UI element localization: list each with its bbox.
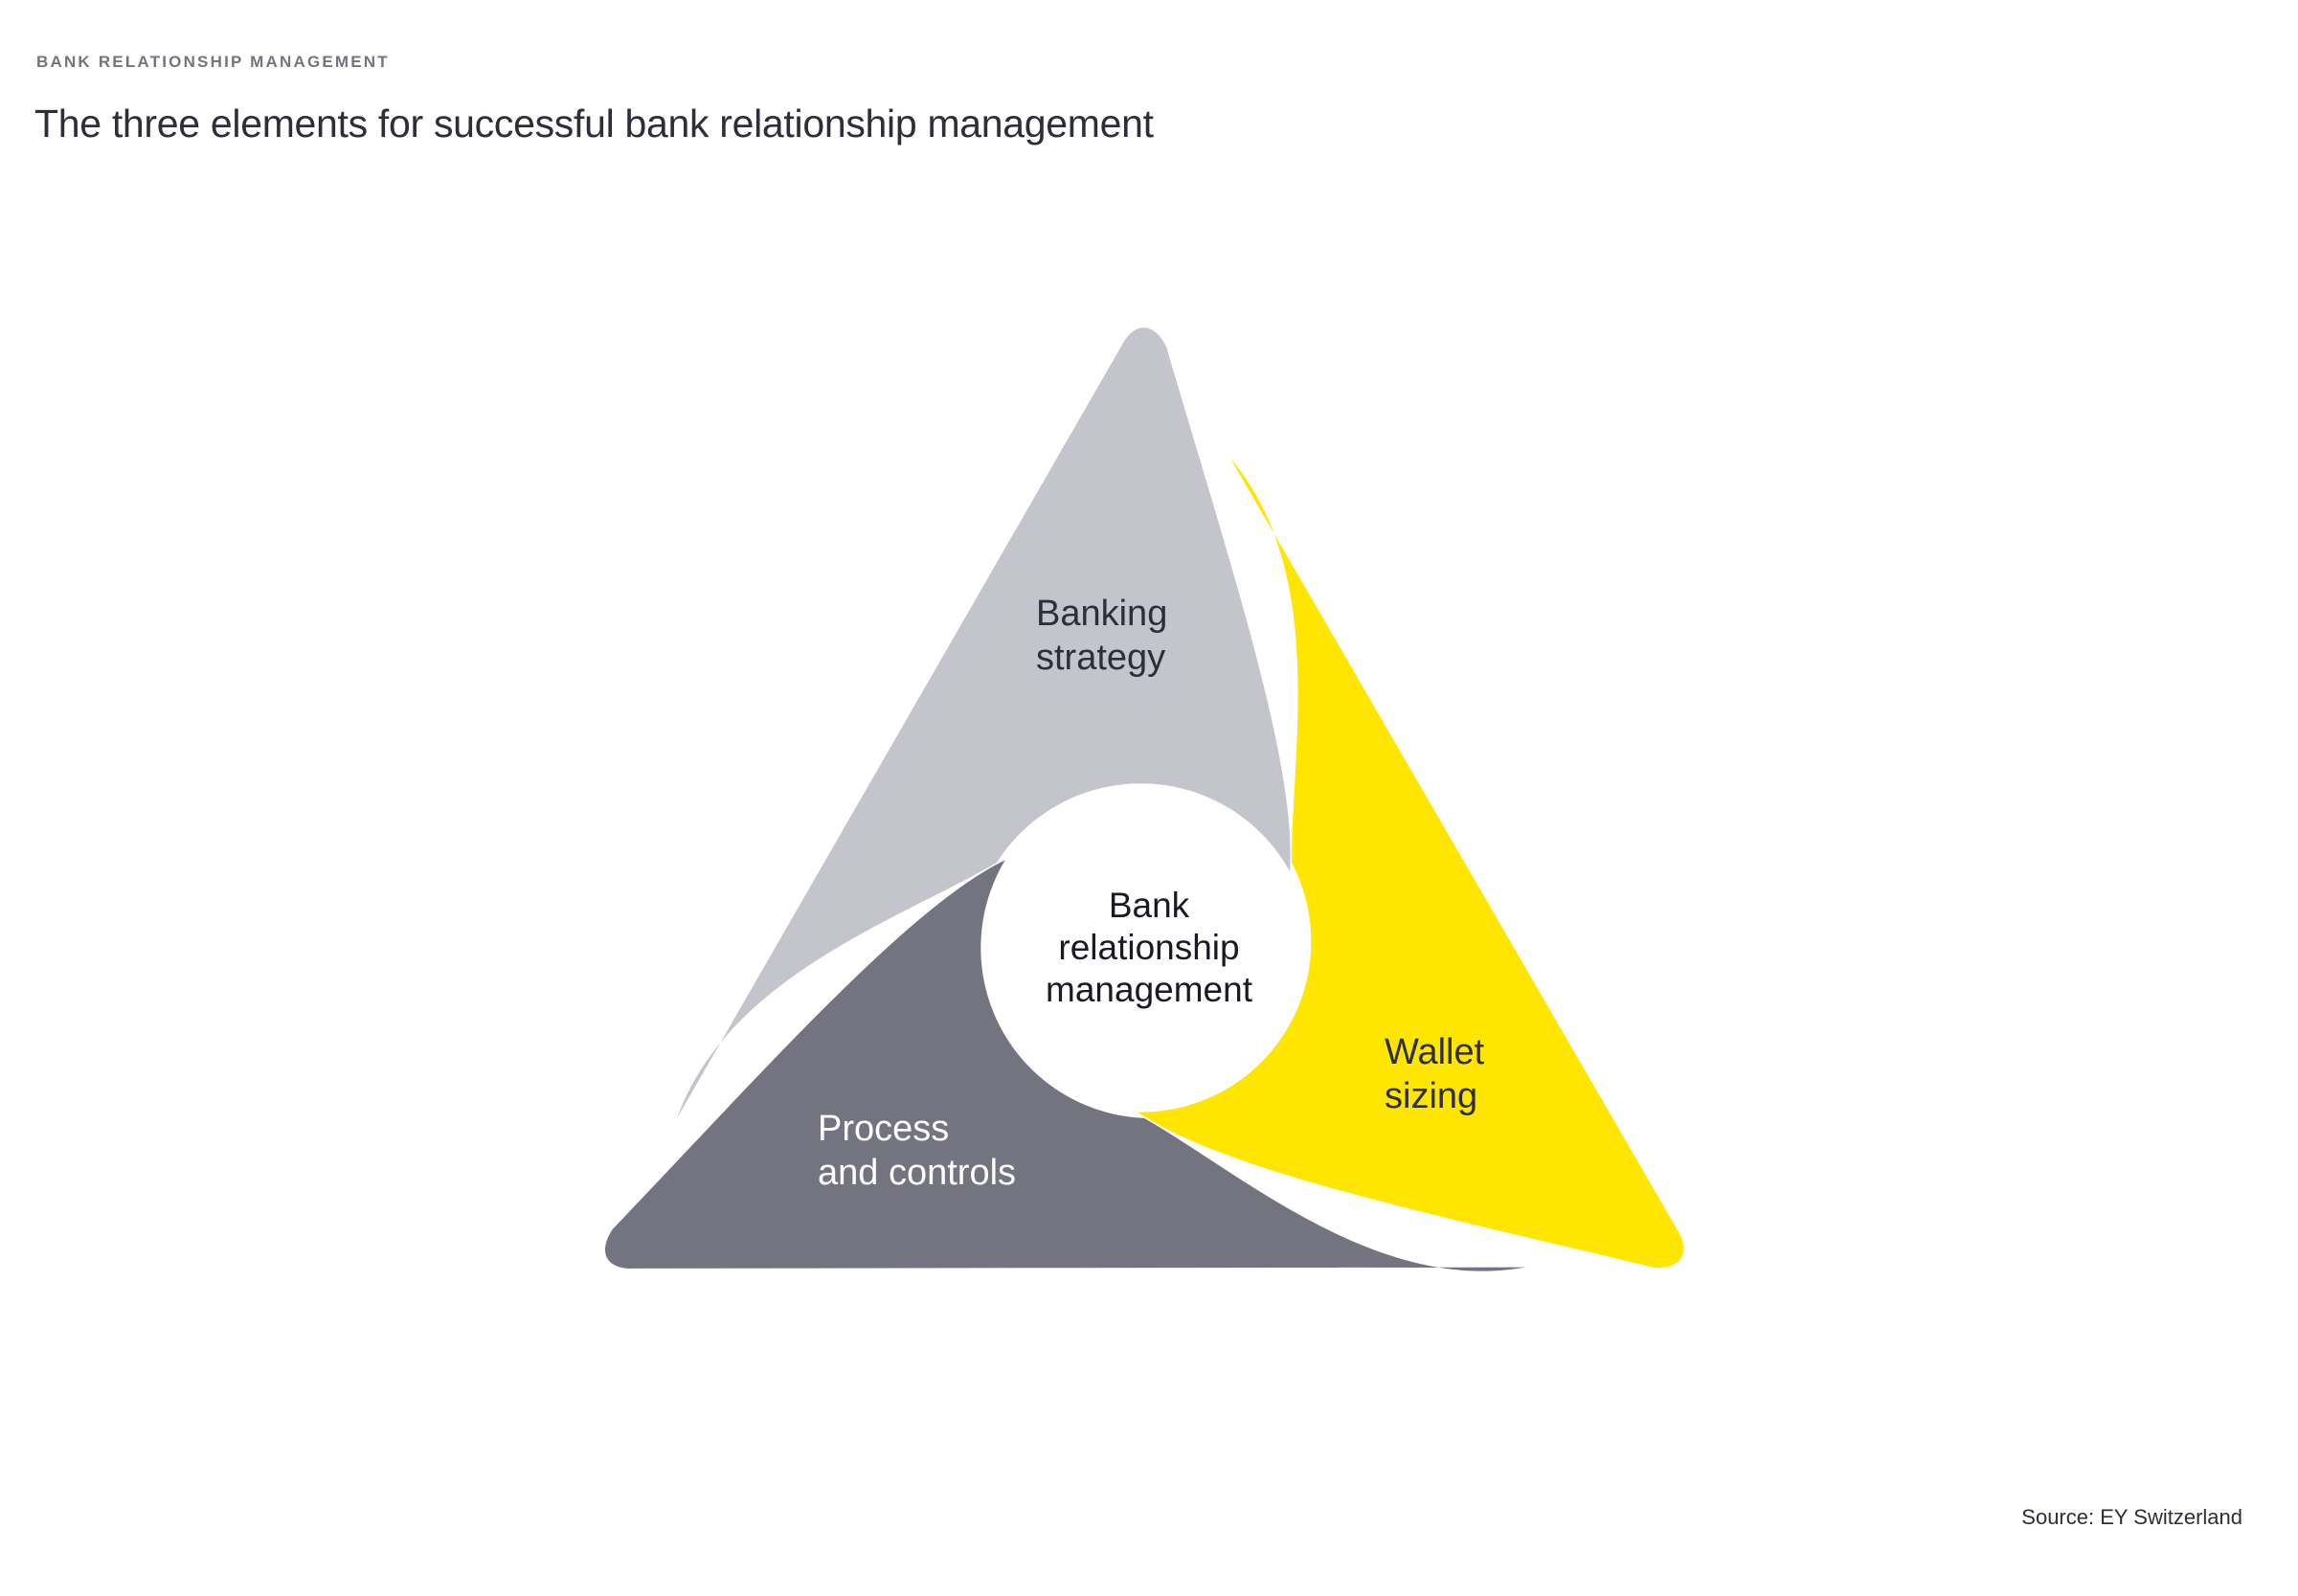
label-banking-strategy-line2: strategy	[1036, 638, 1166, 678]
label-process-and-controls-line1: Process	[818, 1109, 950, 1149]
center-label-line3: management	[1046, 970, 1252, 1009]
center-label-line1: Bank	[1108, 886, 1190, 925]
source-note: Source: EY Switzerland	[2021, 1505, 2242, 1529]
label-wallet-sizing-line2: sizing	[1385, 1076, 1478, 1116]
label-banking-strategy: Banking strategy	[1036, 592, 1167, 680]
center-label-line2: relationship	[1058, 928, 1240, 967]
label-wallet-sizing: Wallet sizing	[1385, 1030, 1484, 1118]
label-wallet-sizing-line1: Wallet	[1385, 1032, 1485, 1072]
label-process-and-controls-line2: and controls	[818, 1153, 1017, 1193]
label-process-and-controls: Process and controls	[818, 1107, 1016, 1195]
eyebrow-label: BANK RELATIONSHIP MANAGEMENT	[36, 53, 390, 71]
page-title: The three elements for successful bank r…	[34, 101, 1154, 146]
label-banking-strategy-line1: Banking	[1036, 594, 1168, 634]
center-label-bank-relationship-management: Bank relationship management	[1046, 885, 1252, 1011]
